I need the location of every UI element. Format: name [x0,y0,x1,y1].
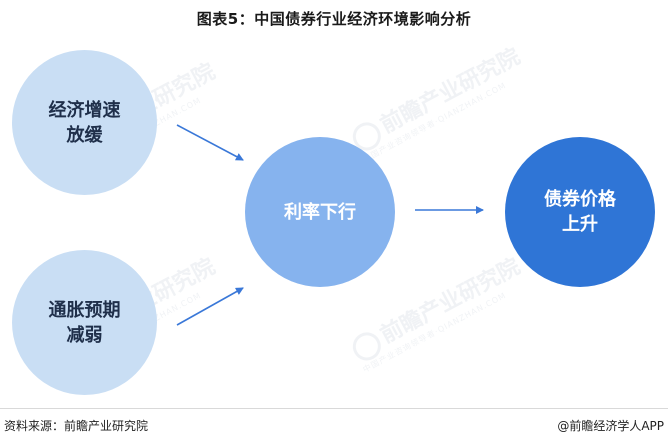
node-label: 通胀预期 减弱 [48,299,121,346]
node-label: 债券价格 上升 [544,189,616,235]
chart-title: 图表5：中国债券行业经济环境影响分析 [196,10,472,28]
node-inflation-weaken: 通胀预期 减弱 [12,250,157,395]
arrow-econ-to-rate [176,124,244,161]
node-bond-price-up: 债券价格 上升 [505,137,655,287]
arrow-inflation-to-rate [176,287,244,326]
node-label: 经济增速 放缓 [48,99,121,146]
credit-text: @前瞻经济学人APP [557,419,664,433]
source-text: 资料来源：前瞻产业研究院 [4,419,149,433]
node-economic-slowdown: 经济增速 放缓 [12,50,157,195]
footer: 资料来源：前瞻产业研究院 @前瞻经济学人APP [0,408,668,442]
node-label: 利率下行 [284,201,356,223]
node-rate-down: 利率下行 [245,137,395,287]
